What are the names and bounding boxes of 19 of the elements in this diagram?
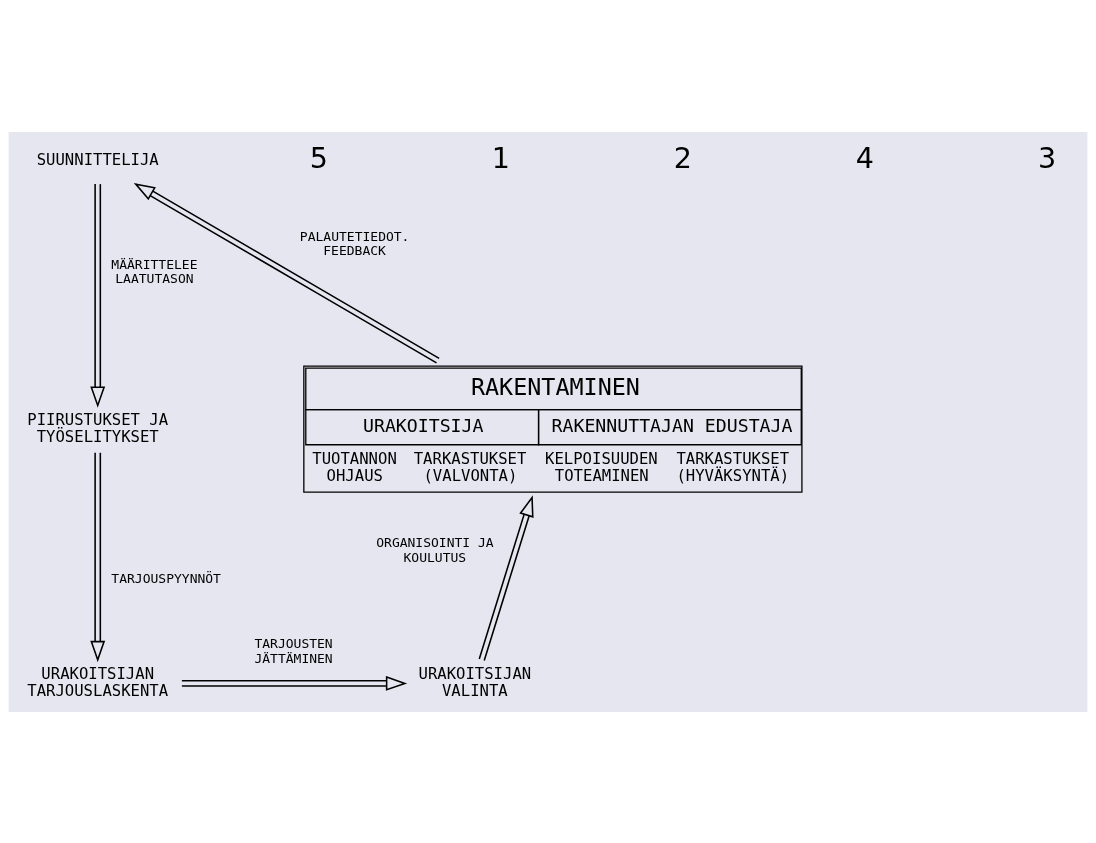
edge-label: ORGANISOINTI JA KOULUTUS — [376, 534, 494, 565]
node-text: PIIRUSTUKSET JA TYÖSELITYKSET — [27, 410, 169, 446]
edge-label: PALAUTETIEDOT. FEEDBACK — [299, 228, 410, 258]
arrow — [90, 182, 106, 408]
node-text: SUUNNITTELIJA — [36, 150, 159, 169]
label: 2 — [673, 140, 693, 175]
edge-label: MÄÄRITTELEE LAATUTASON — [111, 256, 198, 286]
node-text: URAKOITSIJAN VALINTA — [418, 664, 532, 700]
label: 5 — [309, 140, 328, 175]
label: 3 — [1037, 140, 1057, 175]
edge-label: TARJOUSTEN JÄTTÄMINEN — [254, 635, 333, 666]
arrow — [181, 675, 408, 691]
label: 4 — [855, 140, 875, 175]
arrow — [478, 494, 534, 661]
node-text: URAKOITSIJAN TARJOUSLASKENTA — [27, 664, 169, 700]
arrow — [133, 182, 440, 364]
arrow — [90, 451, 106, 662]
edge-label: TARJOUSPYYNNÖT — [111, 570, 221, 586]
label: 1 — [491, 140, 510, 175]
